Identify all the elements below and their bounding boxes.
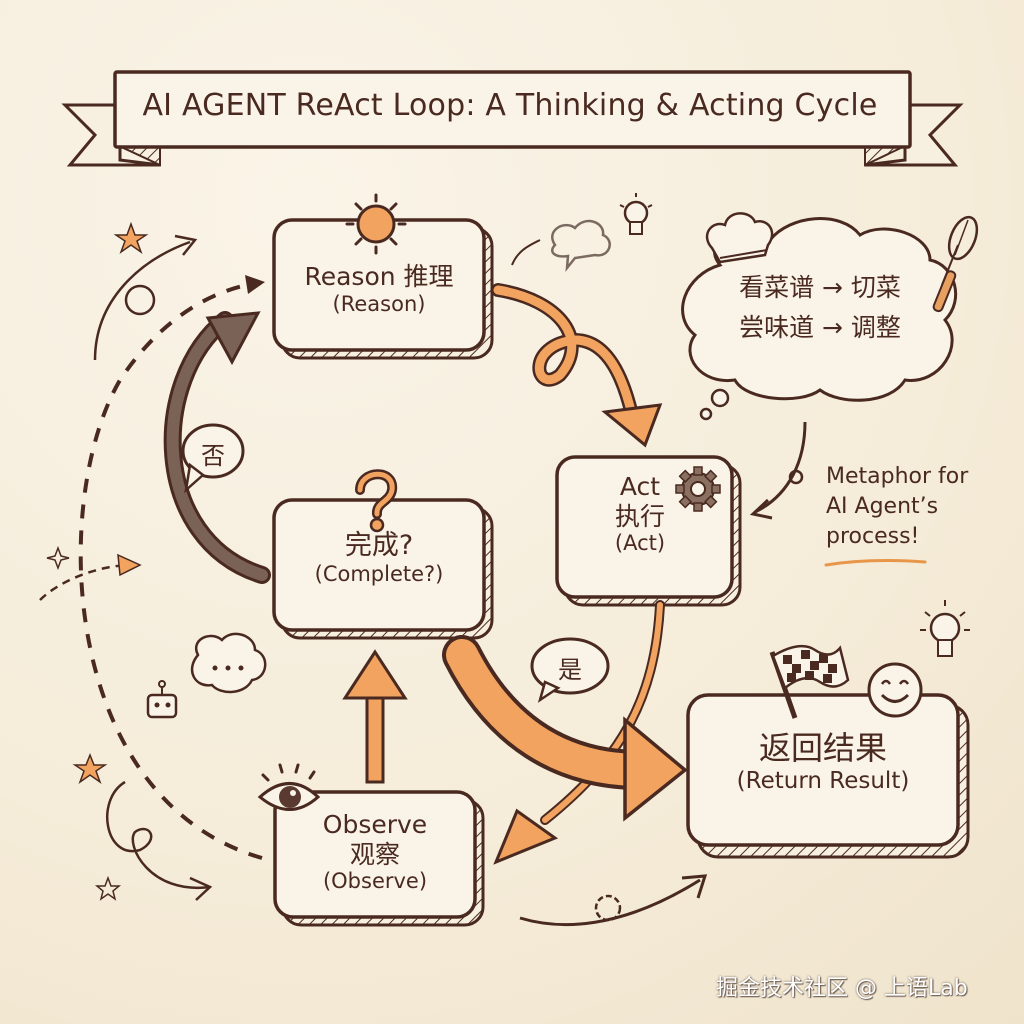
result-node-box [686, 693, 970, 859]
complete-node-box [272, 498, 494, 640]
swirl-arrow-icon [39, 553, 142, 601]
complete-sublabel: (Complete?) [314, 561, 444, 586]
observe-label-zh: 观察 [349, 839, 400, 869]
eye-icon [257, 763, 321, 811]
reason-label: Reason 推理 [304, 262, 454, 291]
star-outline-icon [46, 545, 122, 901]
thought-bubble-icon [511, 219, 611, 272]
observe-label: Observe [322, 810, 428, 839]
whisk-icon [932, 215, 979, 313]
star-icon [113, 221, 149, 254]
no-bubble [181, 423, 245, 494]
dashed-loop-arrow [78, 275, 265, 860]
reason-to-act-arrow [491, 283, 663, 448]
observe-node-box [273, 790, 485, 927]
reason-node: Reason 推理 (Reason) [274, 262, 484, 316]
ellipsis-cloud-icon [190, 632, 267, 694]
lightbulb-icon [619, 193, 653, 235]
no-label: 否 [201, 442, 225, 470]
note-line-2: AI Agent’s [826, 494, 939, 519]
watermark: 掘金技术社区 @ 上语Lab [716, 976, 968, 1001]
result-sublabel: (Return Result) [736, 767, 910, 794]
no-arrow [163, 311, 271, 584]
page-title: AI AGENT ReAct Loop: A Thinking & Acting… [142, 88, 878, 123]
result-label: 返回结果 [758, 729, 887, 767]
smiley-icon [867, 662, 923, 718]
swirl-arrow-icon [93, 234, 198, 361]
chef-hat-icon [705, 212, 774, 264]
sun-icon [345, 193, 407, 255]
metaphor-line-1: 看菜谱 → 切菜 [739, 273, 901, 302]
metaphor-note: Metaphor for AI Agent’s process! [826, 462, 968, 552]
act-label: Act [619, 472, 661, 501]
yes-label: 是 [558, 656, 582, 684]
observe-to-complete-arrow [342, 649, 408, 784]
checkered-flag-icon [769, 644, 850, 719]
act-sublabel: (Act) [614, 531, 666, 555]
observe-node: Observe 观察 (Observe) [275, 810, 475, 894]
reason-sublabel: (Reason) [332, 291, 426, 316]
star-icon [72, 752, 108, 784]
yes-arrow [442, 635, 688, 822]
note-arrow [749, 421, 927, 567]
yes-bubble [530, 637, 610, 703]
complete-label: 完成? [344, 530, 414, 561]
complete-node: 完成? (Complete?) [274, 530, 484, 587]
swirl-arrow-icon [106, 780, 213, 901]
swirl-arrow-icon [519, 874, 708, 927]
metaphor-cloud [681, 217, 958, 421]
metaphor-line-2: 尝味道 → 调整 [739, 313, 901, 342]
question-mark-icon [355, 469, 398, 533]
title-banner [61, 70, 964, 167]
observe-sublabel: (Observe) [322, 869, 428, 893]
act-node: Act 执行 (Act) [570, 472, 710, 556]
result-node: 返回结果 (Return Result) [688, 729, 958, 795]
robot-icon [146, 680, 178, 719]
lightbulb-icon [920, 600, 970, 657]
gear-icon [675, 466, 721, 512]
note-line-3: process! [826, 524, 920, 549]
note-line-1: Metaphor for [826, 464, 969, 489]
act-label-zh: 执行 [614, 501, 665, 531]
metaphor-cloud-text: 看菜谱 → 切菜 尝味道 → 调整 [700, 268, 940, 348]
